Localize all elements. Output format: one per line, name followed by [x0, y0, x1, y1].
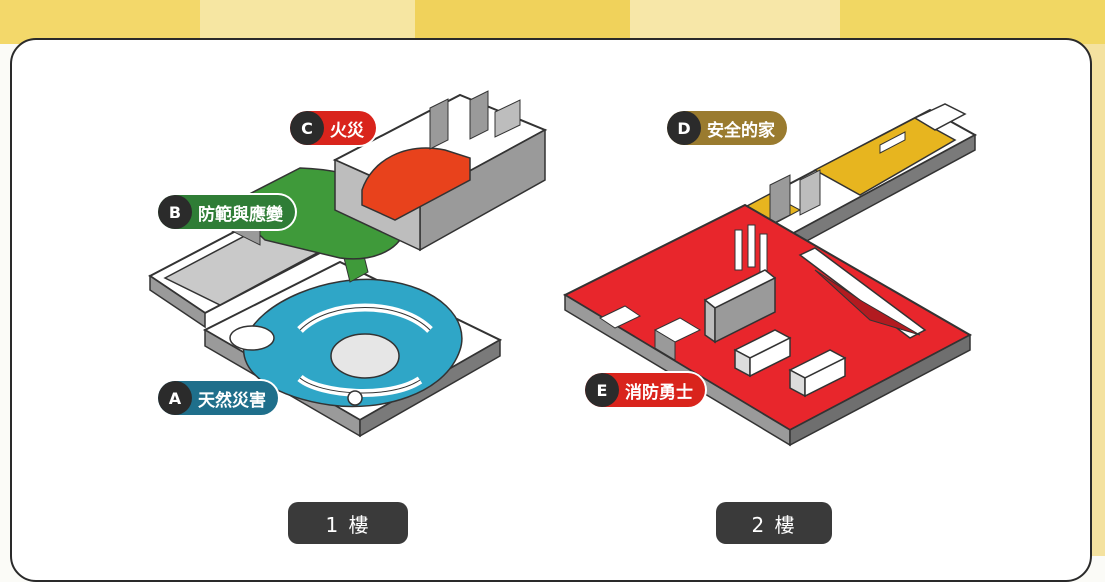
zone-c-letter: C — [290, 111, 324, 145]
zone-c-label: C 火災 — [290, 111, 376, 145]
zone-e-letter: E — [585, 373, 619, 407]
zone-c-area — [361, 147, 471, 221]
zone-d-name: 安全的家 — [707, 120, 775, 141]
floor-1-label: 1 樓 — [288, 502, 408, 544]
zone-e-label: E 消防勇士 — [585, 373, 705, 407]
zone-e-name: 消防勇士 — [625, 382, 693, 403]
zone-a-name: 天然災害 — [198, 390, 266, 411]
floor-1-plan — [148, 90, 548, 438]
top-decor-strip — [0, 0, 1105, 44]
zone-d-letter: D — [667, 111, 701, 145]
floor-2-label: 2 樓 — [716, 502, 832, 544]
floor-plans-illustration — [148, 90, 978, 447]
fire-truck-2 — [788, 349, 847, 398]
zone-c-name: 火災 — [330, 120, 364, 141]
zone-d-label: D 安全的家 — [667, 111, 787, 145]
zone-b-name: 防範與應變 — [198, 204, 283, 225]
floor-2-plan — [562, 103, 978, 447]
zone-a-letter: A — [158, 381, 192, 415]
zone-a-label: A 天然災害 — [158, 381, 278, 415]
zone-b-letter: B — [158, 195, 192, 229]
zone-b-label: B 防範與應變 — [158, 195, 295, 229]
fire-truck-1 — [733, 329, 792, 378]
zone-d-area — [813, 117, 957, 196]
